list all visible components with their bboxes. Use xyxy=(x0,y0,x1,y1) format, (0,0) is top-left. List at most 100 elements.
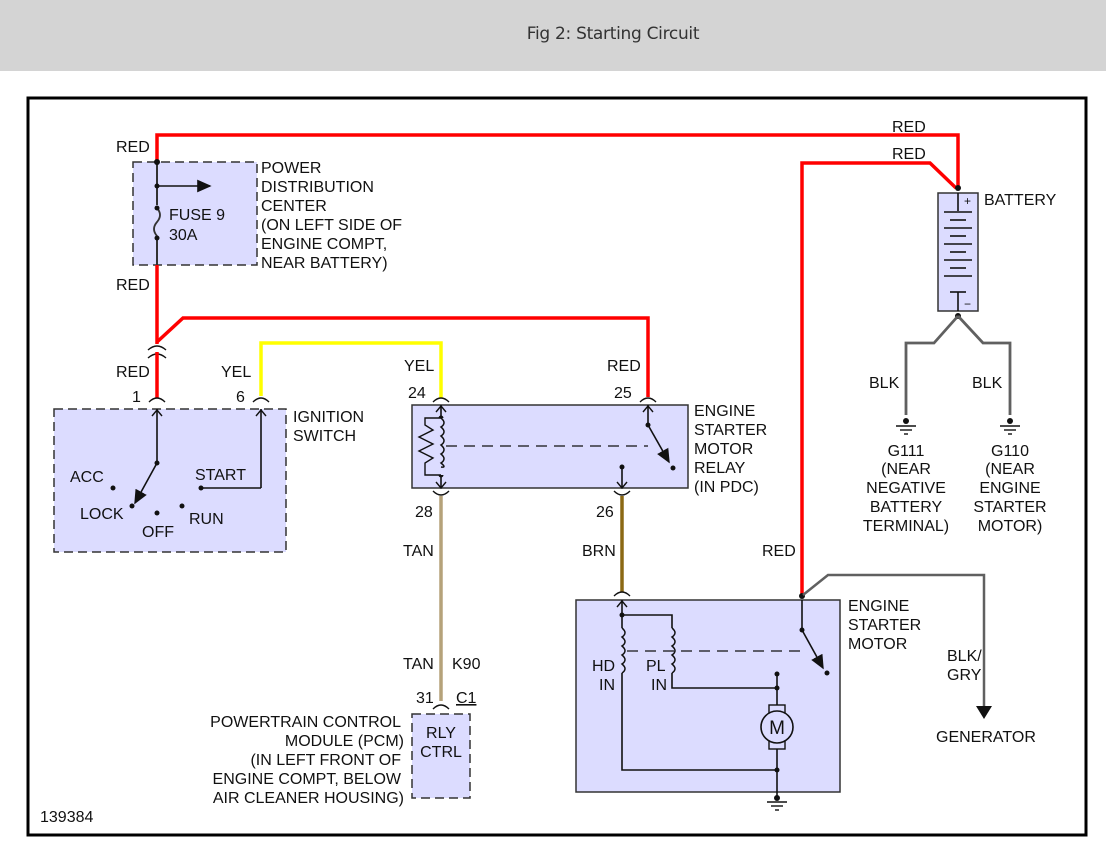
svg-text:BATTERY: BATTERY xyxy=(870,499,943,516)
position-lock: LOCK xyxy=(80,506,124,523)
svg-text:ENGINE COMPT, BELOW: ENGINE COMPT, BELOW xyxy=(213,771,402,788)
wire-label-tan: TAN xyxy=(403,656,434,673)
svg-text:AIR CLEANER HOUSING): AIR CLEANER HOUSING) xyxy=(213,790,404,807)
svg-text:(ON LEFT SIDE OF: (ON LEFT SIDE OF xyxy=(261,217,402,234)
wire-blk-gry xyxy=(802,573,986,708)
wire-label-blk-gry: BLK/ xyxy=(947,648,982,665)
svg-text:MODULE (PCM): MODULE (PCM) xyxy=(285,733,404,750)
svg-text:DISTRIBUTION: DISTRIBUTION xyxy=(261,179,374,196)
generator-arrow-icon xyxy=(976,706,992,719)
pull-in-coil-icon xyxy=(670,627,676,674)
pl-label: IN xyxy=(651,677,667,694)
svg-text:G111: G111 xyxy=(888,443,925,460)
svg-text:NEGATIVE: NEGATIVE xyxy=(866,480,946,497)
svg-text:SWITCH: SWITCH xyxy=(293,428,356,445)
starter-contact-arm xyxy=(801,629,824,670)
wire-label-blk-gry: GRY xyxy=(947,667,982,684)
ground-g110: G110 (NEAR ENGINE STARTER MOTOR) xyxy=(973,418,1047,535)
relay-box xyxy=(411,404,689,489)
svg-text:ENGINE: ENGINE xyxy=(848,598,909,615)
pin-26: 26 xyxy=(596,504,614,521)
svg-text:POWERTRAIN CONTROL: POWERTRAIN CONTROL xyxy=(210,714,401,731)
: MOTOR xyxy=(848,636,907,653)
svg-text:MOTOR): MOTOR) xyxy=(978,518,1043,535)
figure-title: Fig 2: Starting Circuit xyxy=(526,24,700,44)
wire-label-red: RED xyxy=(116,277,150,294)
wire-label-yel: YEL xyxy=(221,364,251,381)
battery-plus: + xyxy=(964,194,971,208)
resistor-icon xyxy=(417,417,441,476)
motor-icon xyxy=(760,710,794,744)
ground-g111: G111 (NEAR NEGATIVE BATTERY TERMINAL) xyxy=(863,418,949,535)
svg-text:(NEAR: (NEAR xyxy=(985,461,1035,478)
pin-1: 1 xyxy=(132,389,141,406)
position-start: START xyxy=(195,467,246,484)
figure-header: Fig 2: Starting Circuit xyxy=(0,0,1106,71)
wire-label-tan: TAN xyxy=(403,543,434,560)
ignition-switch-box xyxy=(53,408,287,553)
wire-label-red: RED xyxy=(607,358,641,375)
pin-28: 28 xyxy=(415,504,433,521)
svg-text:NEAR BATTERY): NEAR BATTERY) xyxy=(261,255,388,272)
svg-text:POWER: POWER xyxy=(261,160,321,177)
pdc-box xyxy=(132,161,258,266)
relay-label: ENGINE STARTER MOTOR RELAY (IN PDC) xyxy=(694,403,767,496)
svg-text:IGNITION: IGNITION xyxy=(293,409,364,426)
relay-coil-icon xyxy=(439,417,445,468)
svg-text:ENGINE: ENGINE xyxy=(694,403,755,420)
figure-id: 139384 xyxy=(40,809,93,826)
connector-icon xyxy=(148,397,166,403)
wire-red-battery-starter xyxy=(800,161,958,595)
ground-icon xyxy=(767,801,787,811)
hd-label: IN xyxy=(599,677,615,694)
hold-in-coil-icon xyxy=(620,627,626,674)
wire-label-brn: BRN xyxy=(582,543,616,560)
pin-31: 31 xyxy=(416,690,434,707)
wire-blk-g111 xyxy=(904,315,960,415)
svg-text:(IN LEFT FRONT OF: (IN LEFT FRONT OF xyxy=(250,752,401,769)
position-run: RUN xyxy=(189,511,224,528)
pcm-inner-label: RLY xyxy=(426,725,456,742)
starter-motor-box xyxy=(575,599,841,793)
position-acc: ACC xyxy=(70,469,104,486)
svg-text:MOTOR: MOTOR xyxy=(694,441,753,458)
wire-label-red: RED xyxy=(116,139,150,156)
relay-contact-arm xyxy=(647,424,670,464)
position-off: OFF xyxy=(142,524,174,541)
svg-text:ENGINE: ENGINE xyxy=(979,480,1040,497)
inline-connector-icon xyxy=(147,345,167,351)
pin-24: 24 xyxy=(408,385,426,402)
battery-label: BATTERY xyxy=(984,192,1057,209)
wire-label-blk: BLK xyxy=(869,375,900,392)
pcm-label: POWERTRAIN CONTROL MODULE (PCM) (IN LEFT… xyxy=(210,714,404,807)
pcm-box xyxy=(411,713,471,799)
pin-6: 6 xyxy=(236,389,245,406)
starter-motor-label: ENGINE STARTER MOTOR xyxy=(848,598,921,653)
wire-blk-g110 xyxy=(956,315,1012,415)
generator-label: GENERATOR xyxy=(936,729,1036,746)
connector-c1: C1 xyxy=(456,690,477,707)
svg-text:G110: G110 xyxy=(991,443,1029,460)
fuse-icon xyxy=(153,207,161,237)
svg-text:(NEAR: (NEAR xyxy=(881,461,931,478)
wire-label-red: RED xyxy=(116,364,150,381)
svg-text:TERMINAL): TERMINAL) xyxy=(863,518,949,535)
pl-label: PL xyxy=(646,658,666,675)
pdc-label: POWER DISTRIBUTION CENTER (ON LEFT SIDE … xyxy=(261,160,402,272)
battery-cells-icon xyxy=(944,193,972,311)
wire-label-red: RED xyxy=(892,146,926,163)
hd-label: HD xyxy=(592,658,615,675)
ignition-switch-arm xyxy=(134,462,158,505)
fuse-rating: 30A xyxy=(169,227,198,244)
circuit-id: K90 xyxy=(452,656,481,673)
wire-yellow xyxy=(259,341,443,398)
pin-25: 25 xyxy=(614,385,632,402)
svg-text:STARTER: STARTER xyxy=(694,422,767,439)
wire-red-battery-pdc xyxy=(155,133,960,186)
wire-label-yel: YEL xyxy=(404,358,434,375)
wire-label-red: RED xyxy=(892,119,926,136)
wire-red-relay-feed xyxy=(155,316,650,397)
motor-symbol: M xyxy=(769,718,785,739)
svg-text:ENGINE COMPT,: ENGINE COMPT, xyxy=(261,236,387,253)
